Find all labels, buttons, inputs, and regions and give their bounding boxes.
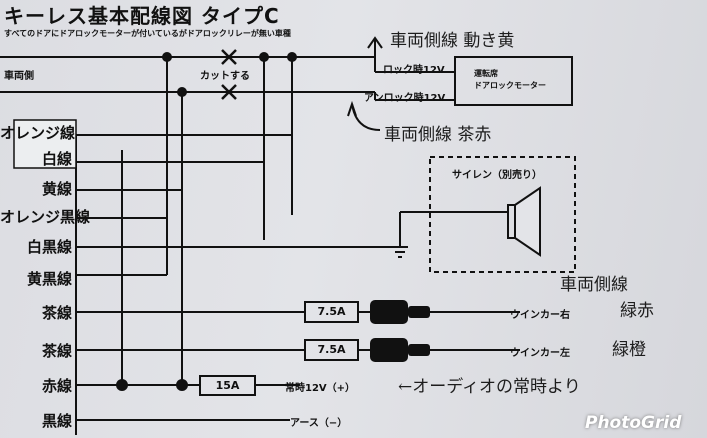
wire-label-brown-2: 茶線 xyxy=(41,342,72,360)
fuse-left xyxy=(304,339,359,361)
diagram-subtitle: すべてのドアにドアロックモーターが付いているがドアロックリレーが無い車種 xyxy=(4,29,291,38)
fuse-power xyxy=(199,375,256,396)
vehicle-side-label: 車両側 xyxy=(4,71,34,82)
handwritten-winker-left-note: 緑橙 xyxy=(612,340,646,360)
connector-right xyxy=(370,300,408,324)
unlock-label: アンロック時12V xyxy=(364,93,446,104)
lock-note-arrow xyxy=(367,36,383,49)
wire-label-white: 白線 xyxy=(41,150,72,168)
wire-label-white-black: 白黒線 xyxy=(26,238,72,256)
lock-label: ロック時12V xyxy=(383,65,445,76)
handwritten-unlock-note: 車両側線 茶赤 xyxy=(384,125,492,145)
handwritten-winker-right-note: 緑赤 xyxy=(620,301,654,321)
wire-label-red: 赤線 xyxy=(41,377,72,395)
fuse-left-label: 7.5A xyxy=(317,343,346,356)
siren-body xyxy=(507,204,516,239)
cut-label: カットする xyxy=(200,71,250,82)
connector-left xyxy=(370,338,408,362)
wire-label-orange: オレンジ線 xyxy=(0,124,76,142)
winker-right-label: ウインカー右 xyxy=(510,310,570,321)
siren-label: サイレン（別売り） xyxy=(452,170,542,181)
handwritten-winker-note: 車両側線 xyxy=(560,275,628,295)
ground-label: アース（−） xyxy=(290,418,348,429)
diagram-title: キーレス基本配線図 タイプC xyxy=(4,4,280,28)
photogrid-watermark: PhotoGrid xyxy=(585,413,682,433)
siren-box xyxy=(429,156,576,273)
wire-label-black: 黒線 xyxy=(41,412,72,430)
fuse-right xyxy=(304,301,359,323)
handwritten-lock-note: 車両側線 動き黄 xyxy=(390,31,515,51)
constant-12v-label: 常時12V（+） xyxy=(285,383,356,394)
door-lock-motor-box xyxy=(454,56,573,106)
wire-label-orange-black: オレンジ黒線 xyxy=(0,208,91,226)
motor-label-line2: ドアロックモーター xyxy=(474,81,546,90)
wire-label-yellow: 黄線 xyxy=(41,180,72,198)
winker-left-label: ウインカー左 xyxy=(510,348,570,359)
motor-label-line1: 運転席 xyxy=(474,69,498,78)
fuse-right-label: 7.5A xyxy=(317,305,346,318)
fuse-power-label: 15A xyxy=(215,379,240,392)
handwritten-audio-note: ←オーディオの常時より xyxy=(398,377,581,397)
wire-label-brown-1: 茶線 xyxy=(41,304,72,322)
wire-label-yellow-black: 黄黒線 xyxy=(26,270,72,288)
siren-icon xyxy=(514,186,541,257)
